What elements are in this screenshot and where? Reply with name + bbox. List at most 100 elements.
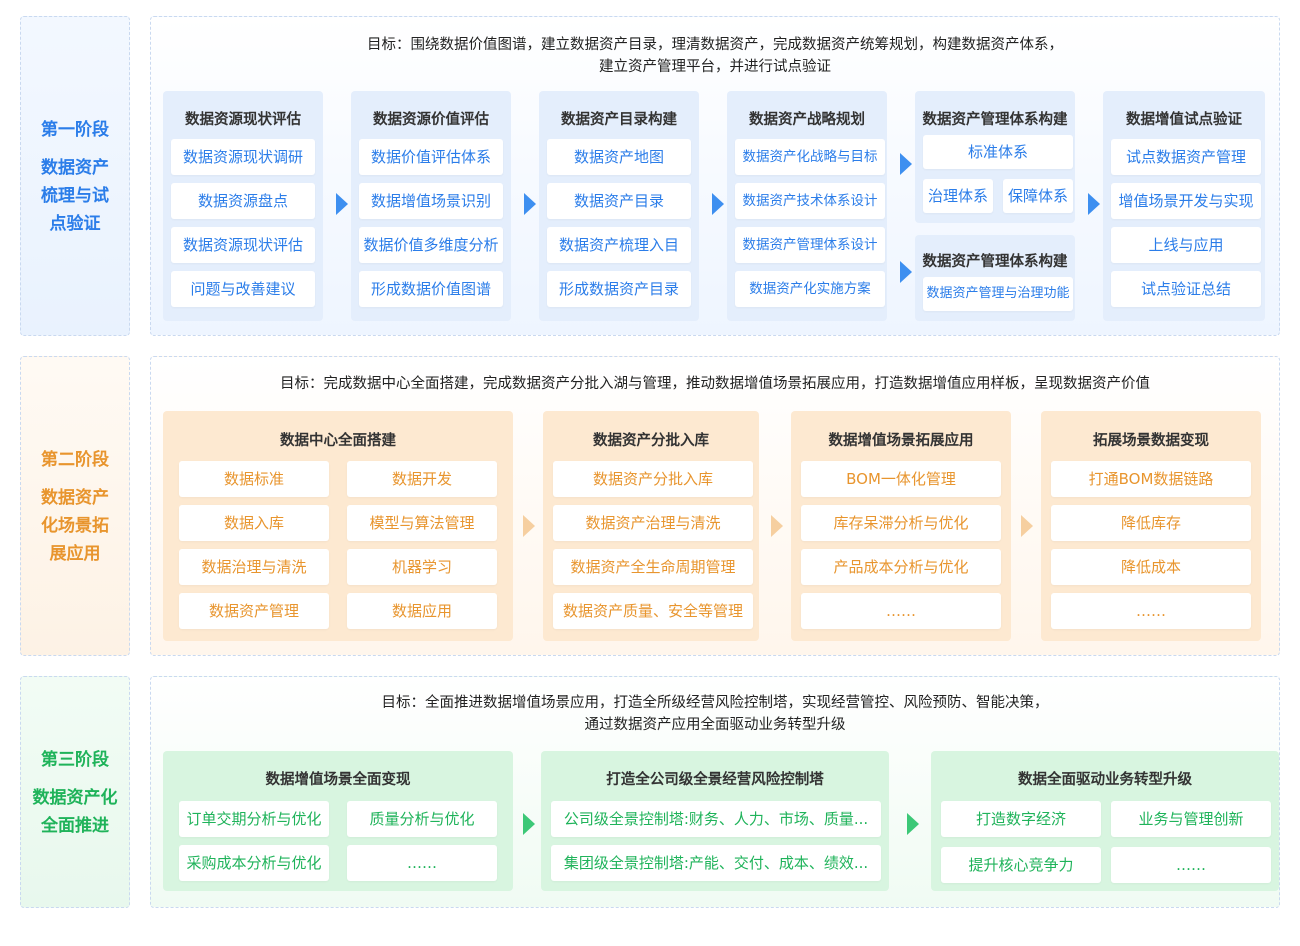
stage1-panel-1: 数据资源现状评估 数据资源现状调研 数据资源盘点 数据资源现状评估 问题与改善建… xyxy=(163,91,323,321)
stage2-desc-line1: 数据资产 xyxy=(41,487,109,508)
panel-title: 拓展场景数据变现 xyxy=(1093,433,1209,449)
list-item: 数据开发 xyxy=(347,461,497,497)
stage3-desc-line2: 全面推进 xyxy=(41,815,109,836)
stage1-panel-3: 数据资产目录构建 数据资产地图 数据资产目录 数据资产梳理入目 形成数据资产目录 xyxy=(539,91,699,321)
stage2-panel-1: 数据中心全面搭建 数据标准 数据开发 数据入库 模型与算法管理 数据治理与清洗 … xyxy=(163,411,513,641)
arrow-right-icon xyxy=(907,813,919,835)
list-item: 质量分析与优化 xyxy=(347,801,497,837)
stage1-desc-line3: 点验证 xyxy=(49,213,101,234)
list-item: …… xyxy=(1051,593,1251,629)
list-item: 数据资产管理与治理功能 xyxy=(923,277,1073,311)
list-item: 降低库存 xyxy=(1051,505,1251,541)
list-item: 机器学习 xyxy=(347,549,497,585)
stage3-title: 第三阶段 xyxy=(41,749,109,770)
panel-title: 打造全公司级全景经营风险控制塔 xyxy=(606,772,824,788)
list-item: 数据资产梳理入目 xyxy=(547,227,691,263)
panel-title: 数据资产战略规划 xyxy=(749,112,865,128)
stage1-goal-line2: 建立资产管理平台，并进行试点验证 xyxy=(599,59,831,75)
stage2-body: 目标：完成数据中心全面搭建，完成数据资产分批入湖与管理，推动数据增值场景拓展应用… xyxy=(150,356,1280,656)
list-item: 订单交期分析与优化 xyxy=(179,801,329,837)
list-item: 数据资产分批入库 xyxy=(553,461,753,497)
list-item: 试点验证总结 xyxy=(1111,271,1261,307)
panel-title: 数据增值试点验证 xyxy=(1126,112,1242,128)
stage2-panel-3: 数据增值场景拓展应用 BOM一体化管理 库存呆滞分析与优化 产品成本分析与优化 … xyxy=(791,411,1011,641)
list-item: 数据资产治理与清洗 xyxy=(553,505,753,541)
stage1-title: 第一阶段 xyxy=(41,119,109,140)
arrow-right-icon xyxy=(900,261,912,283)
stage1-panel-5b: 数据资产管理体系构建 数据资产管理与治理功能 xyxy=(915,235,1075,321)
list-item: …… xyxy=(1111,847,1271,883)
list-item: 数据价值多维度分析 xyxy=(359,227,503,263)
stage2-panel-2: 数据资产分批入库 数据资产分批入库 数据资产治理与清洗 数据资产全生命周期管理 … xyxy=(543,411,759,641)
list-item: 数据资产化战略与目标 xyxy=(735,139,885,175)
list-item: …… xyxy=(347,845,497,881)
list-item: 提升核心竞争力 xyxy=(941,847,1101,883)
list-item: 集团级全景控制塔:产能、交付、成本、绩效... xyxy=(551,845,881,881)
stage2-desc-line3: 展应用 xyxy=(49,543,101,564)
stage3-panel-3: 数据全面驱动业务转型升级 打造数字经济 业务与管理创新 提升核心竞争力 …… xyxy=(931,751,1279,891)
list-item: 打通BOM数据链路 xyxy=(1051,461,1251,497)
list-item: 库存呆滞分析与优化 xyxy=(801,505,1001,541)
stage1-panel-4: 数据资产战略规划 数据资产化战略与目标 数据资产技术体系设计 数据资产管理体系设… xyxy=(727,91,887,321)
list-item: 数据资源现状评估 xyxy=(171,227,315,263)
list-item: 数据入库 xyxy=(179,505,329,541)
stage3-label: 第三阶段 数据资产化 全面推进 xyxy=(20,676,130,908)
panel-title: 数据增值场景拓展应用 xyxy=(828,433,974,449)
list-item: 形成数据资产目录 xyxy=(547,271,691,307)
list-item: 治理体系 xyxy=(923,179,993,213)
arrow-right-icon xyxy=(771,515,783,537)
stage2-title: 第二阶段 xyxy=(41,449,109,470)
stage3-desc-line1: 数据资产化 xyxy=(32,787,118,808)
panel-title: 数据中心全面搭建 xyxy=(280,433,396,449)
list-item: 保障体系 xyxy=(1003,179,1073,213)
list-item: 打造数字经济 xyxy=(941,801,1101,837)
list-item: 数据增值场景识别 xyxy=(359,183,503,219)
stage1-panel-5a: 数据资产管理体系构建 标准体系 治理体系 保障体系 xyxy=(915,91,1075,223)
arrow-right-icon xyxy=(1021,515,1033,537)
stage1-panel-6: 数据增值试点验证 试点数据资产管理 增值场景开发与实现 上线与应用 试点验证总结 xyxy=(1103,91,1265,321)
panel-title: 数据全面驱动业务转型升级 xyxy=(1018,772,1192,788)
list-item: 标准体系 xyxy=(923,135,1073,169)
panel-title: 数据资产目录构建 xyxy=(561,112,677,128)
list-item: 试点数据资产管理 xyxy=(1111,139,1261,175)
list-item: 形成数据价值图谱 xyxy=(359,271,503,307)
arrow-right-icon xyxy=(1088,193,1100,215)
list-item: 公司级全景控制塔:财务、人力、市场、质量... xyxy=(551,801,881,837)
stage2-panel-4: 拓展场景数据变现 打通BOM数据链路 降低库存 降低成本 …… xyxy=(1041,411,1261,641)
list-item: 数据资产质量、安全等管理 xyxy=(553,593,753,629)
panel-title: 数据资源现状评估 xyxy=(185,112,301,128)
arrow-right-icon xyxy=(712,193,724,215)
arrow-right-icon xyxy=(523,515,535,537)
list-item: 数据治理与清洗 xyxy=(179,549,329,585)
list-item: 数据资产目录 xyxy=(547,183,691,219)
stage3-panel-1: 数据增值场景全面变现 订单交期分析与优化 质量分析与优化 采购成本分析与优化 …… xyxy=(163,751,513,891)
stage2-goal: 目标：完成数据中心全面搭建，完成数据资产分批入湖与管理，推动数据增值场景拓展应用… xyxy=(280,376,1150,392)
stage1-panel-2: 数据资源价值评估 数据价值评估体系 数据增值场景识别 数据价值多维度分析 形成数… xyxy=(351,91,511,321)
list-item: 数据应用 xyxy=(347,593,497,629)
stage1-desc-line1: 数据资产 xyxy=(41,157,109,178)
stage3-goal: 目标：全面推进数据增值场景应用，打造全所级经营风险控制塔，实现经营管控、风险预防… xyxy=(151,692,1279,736)
list-item: 数据资产管理体系设计 xyxy=(735,227,885,263)
list-item: 业务与管理创新 xyxy=(1111,801,1271,837)
list-item: …… xyxy=(801,593,1001,629)
stage1-body: 目标：围绕数据价值图谱，建立数据资产目录，理清数据资产，完成数据资产统筹规划，构… xyxy=(150,16,1280,336)
list-item: 数据资产全生命周期管理 xyxy=(553,549,753,585)
list-item: 模型与算法管理 xyxy=(347,505,497,541)
stage2-desc-line2: 化场景拓 xyxy=(41,515,109,536)
panel-title: 数据资产分批入库 xyxy=(593,433,709,449)
stage3-goal-line1: 目标：全面推进数据增值场景应用，打造全所级经营风险控制塔，实现经营管控、风险预防… xyxy=(381,695,1049,711)
list-item: 降低成本 xyxy=(1051,549,1251,585)
list-item: 数据价值评估体系 xyxy=(359,139,503,175)
stage3-panel-2: 打造全公司级全景经营风险控制塔 公司级全景控制塔:财务、人力、市场、质量... … xyxy=(541,751,889,891)
arrow-right-icon xyxy=(336,193,348,215)
stage1-desc-line2: 梳理与试 xyxy=(41,185,109,206)
panel-title: 数据增值场景全面变现 xyxy=(265,772,411,788)
panel-title: 数据资产管理体系构建 xyxy=(922,254,1068,270)
stage1-goal-line1: 目标：围绕数据价值图谱，建立数据资产目录，理清数据资产，完成数据资产统筹规划，构… xyxy=(367,37,1063,53)
list-item: 数据资源盘点 xyxy=(171,183,315,219)
stage1-goal: 目标：围绕数据价值图谱，建立数据资产目录，理清数据资产，完成数据资产统筹规划，构… xyxy=(151,34,1279,78)
stage3-goal-line2: 通过数据资产应用全面驱动业务转型升级 xyxy=(584,717,846,733)
stage2-label: 第二阶段 数据资产 化场景拓 展应用 xyxy=(20,356,130,656)
stage1-label: 第一阶段 数据资产 梳理与试 点验证 xyxy=(20,16,130,336)
list-item: 问题与改善建议 xyxy=(171,271,315,307)
